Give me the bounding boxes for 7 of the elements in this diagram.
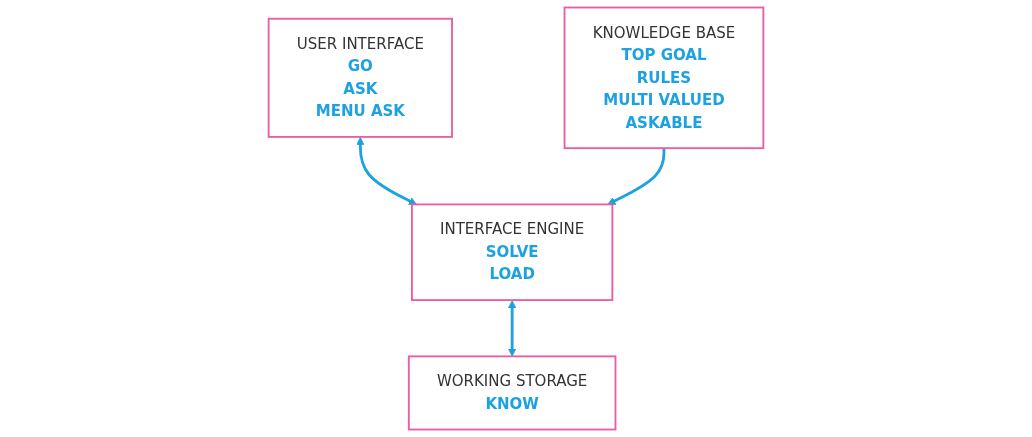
arrow	[356, 136, 417, 205]
arrow	[607, 148, 666, 205]
node-box: KNOWLEDGE BASE TOP GOAL RULES MULTI VALUED ASKABLE	[563, 6, 765, 150]
node-box: WORKING STORAGE KNOW	[407, 355, 617, 431]
node-box: USER INTERFACE GO ASK MENU ASK	[267, 17, 453, 138]
node-box: INTERFACE ENGINE SOLVE LOAD	[411, 203, 614, 302]
arrow	[508, 300, 517, 357]
